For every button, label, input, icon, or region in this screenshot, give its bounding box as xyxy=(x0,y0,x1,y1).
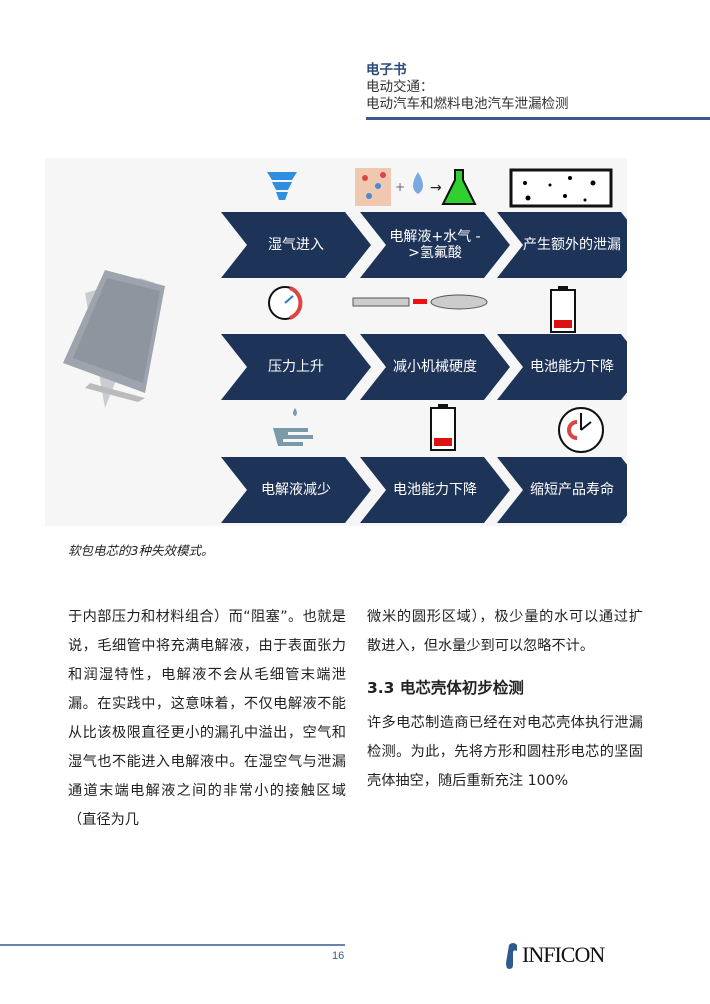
body-column-right: 微米的圆形区域），极少量的水可以通过扩散进入，但水量少到可以忽略不计。 3.3 … xyxy=(367,603,643,796)
header-title-1: 电动交通： xyxy=(366,79,434,95)
electrolyte-spill-icon xyxy=(273,408,313,446)
chevron-step xyxy=(497,212,627,278)
header-rule xyxy=(366,117,710,120)
body-column-left: 于内部压力和材料组合）而“阻塞”。也就是说，毛细管中将充满电解液，由于表面张力和… xyxy=(68,603,346,835)
figure-graphics: + → xyxy=(63,168,627,523)
chevron-label: 湿气进入 xyxy=(268,237,324,253)
rigidity-icon xyxy=(352,294,488,310)
pouch-cell-image xyxy=(63,270,165,408)
clock-lifetime-icon xyxy=(558,407,604,453)
chevron-label: 电解液减少 xyxy=(261,482,331,498)
tornado-icon xyxy=(267,172,297,200)
failure-modes-figure: + → 湿气进入电解液+水气 ->氢氟酸产生额外的泄漏压力上升减小机械硬度电池能… xyxy=(45,158,627,526)
chevron-label: 电池能力下降 xyxy=(393,482,477,498)
chevron-step xyxy=(221,212,371,278)
figure-caption: 软包电芯的3种失效模式。 xyxy=(68,543,214,558)
chevron-step xyxy=(497,334,627,400)
chevron-step xyxy=(360,212,510,278)
section-heading: 3.3 电芯壳体初步检测 xyxy=(367,679,524,697)
footer-rule xyxy=(0,944,345,946)
chevron-step xyxy=(497,457,627,523)
page-number: 16 xyxy=(332,950,345,962)
body-paragraph: 许多电芯制造商已经在对电芯壳体执行泄漏检测。为此，先将方形和圆柱形电芯的坚固壳体… xyxy=(367,715,643,789)
body-paragraph: 于内部压力和材料组合）而“阻塞”。也就是说，毛细管中将充满电解液，由于表面张力和… xyxy=(68,609,346,828)
inficon-logo: INFICON xyxy=(505,941,605,969)
chevron-label: 压力上升 xyxy=(268,359,324,375)
pressure-gauge-icon xyxy=(268,286,303,320)
svg-text:→: → xyxy=(430,180,442,196)
leak-holes-icon xyxy=(509,168,613,208)
water-drop-icon xyxy=(413,172,423,194)
logo-text: INFICON xyxy=(522,942,605,967)
chevron-label: 减小机械硬度 xyxy=(393,359,477,375)
chevron-label: 产生额外的泄漏 xyxy=(523,237,621,253)
header-title-2: 电动汽车和燃料电池汽车泄漏检测 xyxy=(366,96,569,112)
svg-text:+: + xyxy=(395,180,405,194)
chevron-step xyxy=(360,457,510,523)
chevron-step xyxy=(221,457,371,523)
header-label: 电子书 xyxy=(366,62,407,78)
chevron-step xyxy=(221,334,371,400)
running-header: 电子书 电动交通： 电动汽车和燃料电池汽车泄漏检测 xyxy=(366,62,569,113)
chevron-label: 电池能力下降 xyxy=(530,359,614,375)
chevron-step xyxy=(360,334,510,400)
acid-flask-icon xyxy=(441,169,477,205)
low-battery-icon-2 xyxy=(430,404,456,451)
inficon-logo-mark xyxy=(506,943,517,969)
low-battery-icon xyxy=(550,286,576,333)
body-paragraph: 微米的圆形区域），极少量的水可以通过扩散进入，但水量少到可以忽略不计。 xyxy=(367,609,643,654)
electrolyte-icon xyxy=(355,168,391,206)
chevron-label: 缩短产品寿命 xyxy=(530,482,614,498)
chevron-label: 电解液+水气 ->氢氟酸 xyxy=(389,229,481,261)
